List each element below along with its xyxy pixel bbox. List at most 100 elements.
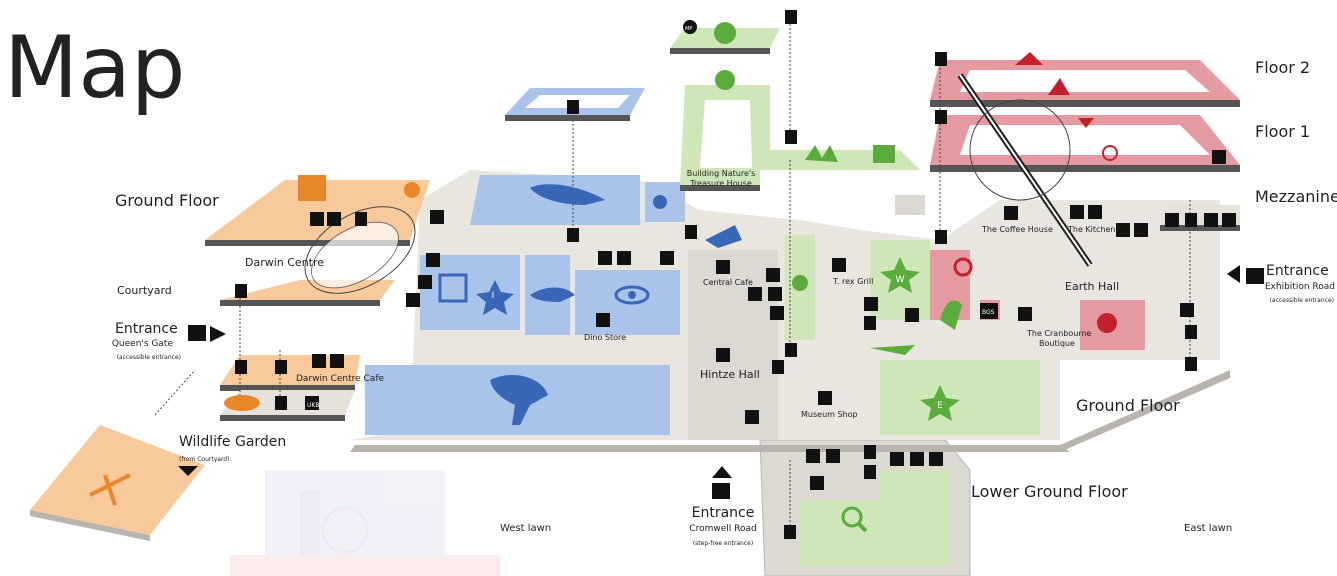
lift-icon: [864, 465, 876, 479]
microscope-icon: [404, 182, 420, 198]
first-aid-icon: [685, 225, 697, 239]
coffee-house-label: The Coffee House: [981, 225, 1053, 234]
cafe-icon: [312, 354, 326, 368]
toilets-icon: [617, 251, 631, 265]
accessible-toilet-icon: [768, 287, 782, 301]
eye-icon: [614, 285, 650, 305]
volcano-icon: [1015, 52, 1043, 65]
accessible-toilet-icon: [660, 251, 674, 265]
ammonite-icon: [953, 257, 973, 277]
lift-shafts: [154, 20, 1191, 530]
ground-floor-left-label: Ground Floor: [115, 191, 219, 210]
accessible-toilet-icon: [1116, 223, 1130, 237]
lift-icon: [785, 130, 797, 144]
cloakroom-icon: [745, 410, 759, 424]
exhibition-road-note: (accessible entrance): [1270, 297, 1334, 304]
dodo-icon: [715, 70, 735, 90]
picnic-icon: [1134, 223, 1148, 237]
dragonfly-icon: [89, 473, 131, 506]
accessible-toilet-icon: [929, 452, 943, 466]
dino-store-label: Dino Store: [584, 333, 626, 342]
leopard-icon: [530, 287, 575, 302]
picnic-icon: [826, 449, 840, 463]
cloakroom-icon: [1212, 150, 1226, 164]
ground-floor-plan: [350, 170, 1230, 452]
green-zone-star-e-icon: [920, 385, 960, 421]
specimen-jars-icon: [298, 175, 326, 201]
mp-text: MP: [685, 26, 692, 32]
baby-change-icon: [1088, 205, 1102, 219]
heron-icon: [940, 300, 962, 330]
exhibition-road-arrow-icon: [1227, 265, 1240, 283]
lift-icon: [426, 253, 440, 267]
toilets-icon: [810, 476, 824, 490]
information-icon: [1180, 303, 1194, 317]
lift-icon: [275, 360, 287, 374]
t-rex-grill-label: T. rex Grill: [832, 277, 873, 286]
accessible-toilet-icon: [1222, 213, 1236, 227]
gift-shop-icon: [1018, 307, 1032, 321]
cranbourne-label: The Cranbourne: [1026, 329, 1092, 338]
east-lawn-label: East lawn: [1184, 523, 1232, 534]
darwin-centre-label: Darwin Centre: [245, 256, 324, 269]
mp-icon: [683, 20, 697, 34]
hintze-hall-label: Hintze Hall: [700, 368, 760, 381]
queens-gate-arrow-icon: [210, 326, 226, 342]
rocks-icon: [1048, 78, 1070, 95]
information-icon: [430, 210, 444, 224]
restaurant-icon: [1070, 205, 1084, 219]
picnic-icon: [910, 452, 924, 466]
exhibition-road-name: Exhibition Road: [1265, 282, 1335, 292]
kitchen-label: The Kitchen: [1067, 225, 1116, 234]
building-natures-label: Building Nature's: [687, 169, 756, 178]
bgs-icon: [980, 303, 998, 319]
cromwell-road-arrow-icon: [712, 466, 732, 478]
accessible-toilet-icon: [418, 275, 432, 289]
gift-shop-icon: [905, 308, 919, 322]
toilets-icon: [770, 306, 784, 320]
exhibition-road-entrance-title: Entrance: [1266, 263, 1329, 279]
lift-icon: [235, 360, 247, 374]
boutique-label: Boutique: [1039, 339, 1075, 348]
toilets-icon: [1204, 213, 1218, 227]
lift-icon: [567, 228, 579, 242]
mezzanine-label: Mezzanine: [1255, 187, 1337, 206]
wildlife-garden-title: Wildlife Garden: [179, 434, 286, 450]
restaurant-icon: [832, 258, 846, 272]
blue-zone-star-icon: [476, 280, 514, 315]
lift-icon: [864, 297, 878, 311]
entrance-arrows: [178, 265, 1240, 478]
red-zone-upper-floors: [930, 60, 1240, 267]
information-icon: [716, 348, 730, 362]
treasure-chest-icon: [873, 145, 895, 163]
baby-change-icon: [330, 354, 344, 368]
octopus-icon: [653, 195, 667, 209]
darwin-centre-cafe-label: Darwin Centre Cafe: [296, 374, 384, 384]
queens-gate-name: Queen's Gate: [112, 339, 174, 349]
cromwell-road-note: (step-free entrance): [693, 540, 753, 547]
lift-icon: [1185, 357, 1197, 371]
earth-hall-label: Earth Hall: [1065, 280, 1119, 293]
facility-icons: [188, 10, 1264, 539]
floor-2-label: Floor 2: [1255, 58, 1310, 77]
toilets-icon: [406, 293, 420, 307]
swordfish-icon: [870, 345, 915, 355]
floor-1-label: Floor 1: [1255, 122, 1310, 141]
lift-icon: [935, 230, 947, 244]
crystal-plant-icon: [805, 145, 838, 162]
lift-icon: [864, 445, 876, 459]
spider-icon: [792, 275, 808, 291]
cafe-icon: [1004, 206, 1018, 220]
picnic-icon: [1165, 213, 1179, 227]
ukb-text: UKB: [307, 402, 319, 409]
baby-change-icon: [598, 251, 612, 265]
page-title: Map: [4, 18, 186, 118]
tree-ring-icon: [714, 22, 736, 44]
sandwich-icon: [806, 449, 820, 463]
gem-icon: [1078, 118, 1094, 128]
accessible-entrance-icon: [1246, 268, 1264, 284]
cromwell-road-name: Cromwell Road: [689, 524, 756, 534]
wildlife-garden-note: (from Courtyard): [179, 456, 229, 463]
upper-floor-plans: [505, 28, 925, 215]
